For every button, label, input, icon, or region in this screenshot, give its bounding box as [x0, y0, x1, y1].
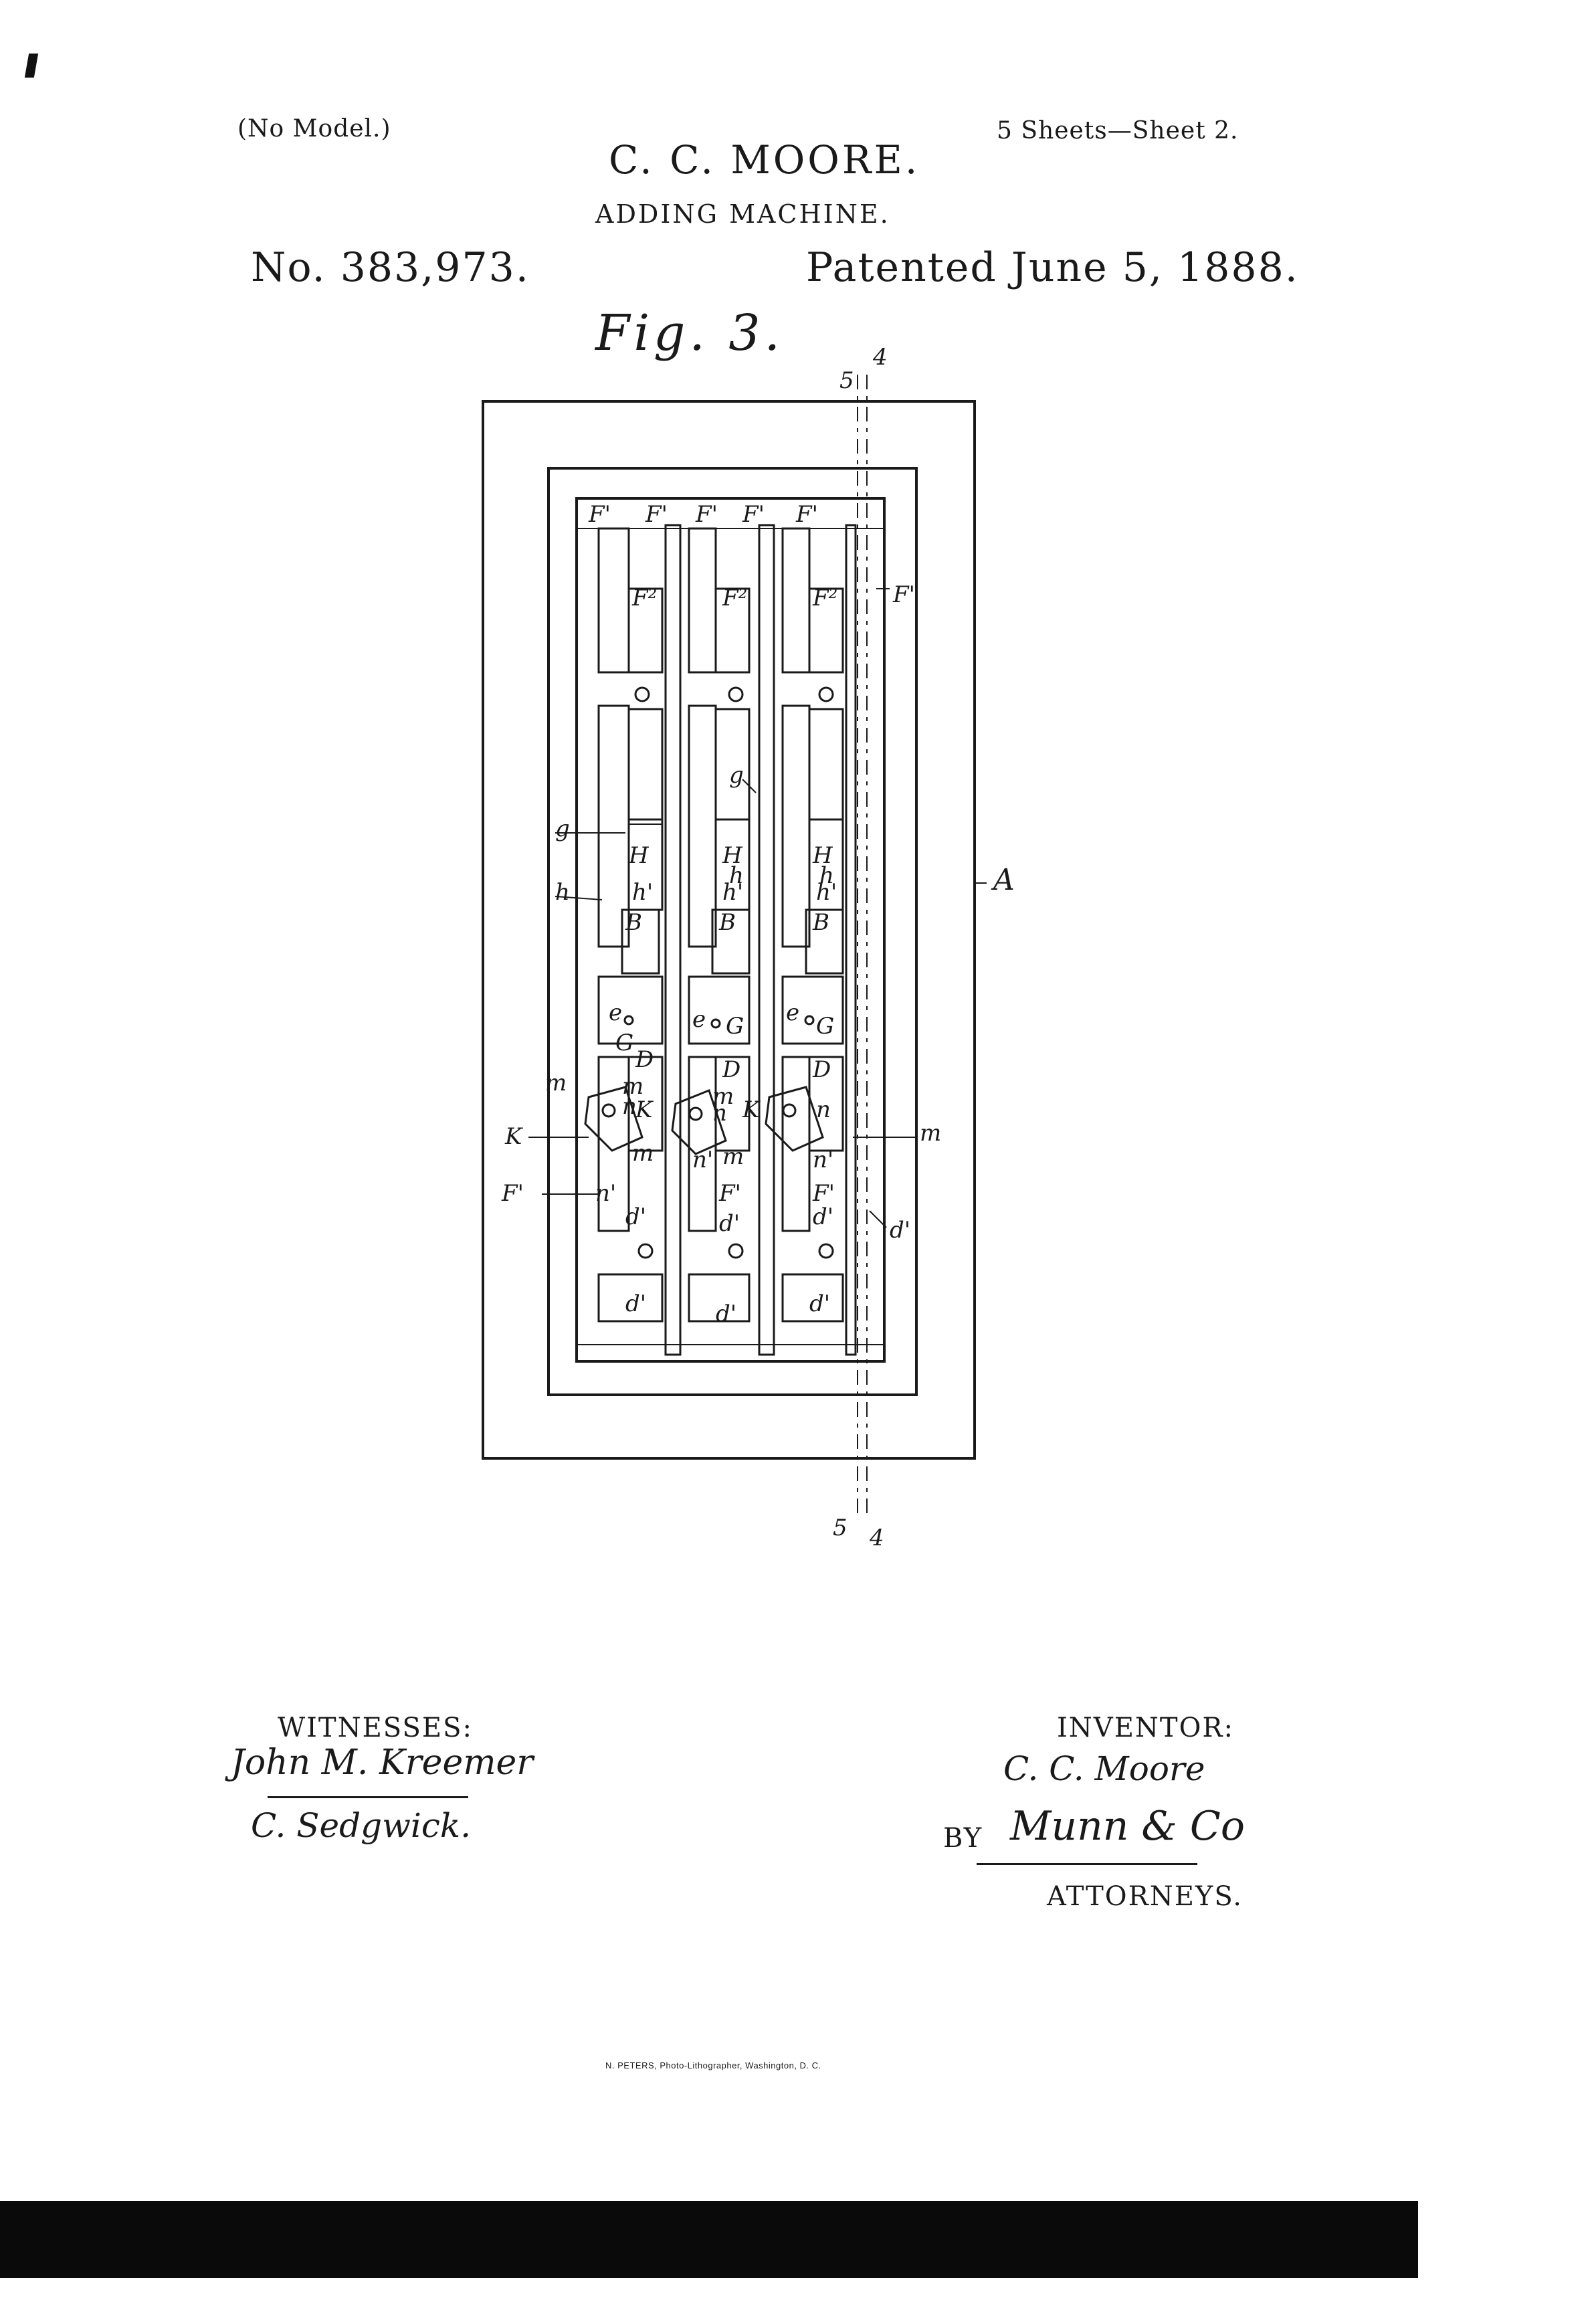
ref-G-b: G: [726, 1013, 744, 1040]
ref-m-right: m: [920, 1120, 941, 1147]
witness-underline: [268, 1796, 468, 1798]
ref-H-a: H: [628, 842, 650, 869]
ref-F1-c: F': [695, 501, 718, 528]
ref-A: A: [991, 863, 1015, 897]
patent-number: No. 383,973.: [251, 244, 530, 291]
ref-F1-right: F': [892, 581, 915, 608]
column-left: [597, 527, 664, 1323]
inventor-label: INVENTOR:: [1057, 1713, 1234, 1743]
ref-B-a: B: [625, 909, 642, 936]
cam-pieces: [584, 1086, 824, 1155]
patent-date: Patented June 5, 1888.: [806, 244, 1299, 291]
ref-F1-d: F': [742, 501, 765, 528]
model-note: (No Model.): [237, 115, 391, 142]
ref-K-b: K: [742, 1096, 761, 1123]
column-middle: [688, 527, 751, 1323]
ref-d1-right: d': [890, 1217, 910, 1244]
scan-border-bar: [0, 2201, 1418, 2278]
ref-F1-e: F': [795, 501, 818, 528]
printer-credit: N. PETERS, Photo-Lithographer, Washingto…: [605, 2060, 821, 2070]
ref-D-b: D: [722, 1056, 740, 1083]
ref-h-left: h: [555, 879, 570, 906]
ref-F2-c: F²: [812, 585, 837, 611]
figure-label: Fig. 3.: [595, 304, 785, 362]
ref-section-top-4: 4: [872, 344, 888, 371]
ref-m-a: m: [622, 1073, 643, 1100]
ref-D-c: D: [812, 1056, 831, 1083]
inner-frame: [575, 497, 886, 1363]
attorney-signature: Munn & Co: [1010, 1803, 1245, 1850]
ref-F1-b: F': [645, 501, 668, 528]
ref-D-a: D: [635, 1046, 654, 1073]
ref-d1-c: d': [813, 1203, 833, 1230]
ref-B-b: B: [718, 909, 736, 936]
ref-m-left: m: [545, 1070, 567, 1096]
ref-e-b: e: [692, 1006, 706, 1033]
ref-B-c: B: [812, 909, 829, 936]
ref-m-c: m: [632, 1140, 654, 1167]
ref-F1-left: F': [501, 1180, 524, 1207]
ref-d1-a: d': [625, 1203, 646, 1230]
sheet-number: 5 Sheets—Sheet 2.: [997, 117, 1239, 144]
witness-signature-1: John M. Kreemer: [231, 1743, 534, 1783]
outer-frame: [482, 400, 976, 1460]
ref-section-bottom-5: 5: [833, 1515, 848, 1541]
ref-F2-b: F²: [722, 585, 747, 611]
ref-K-a: K: [635, 1096, 654, 1123]
ref-n-a: n: [622, 1093, 637, 1120]
ref-d1-f: d': [809, 1290, 830, 1317]
ref-h1-c: h': [816, 879, 837, 906]
ref-e-c: e: [786, 999, 799, 1026]
witness-signature-2: C. Sedgwick.: [251, 1806, 472, 1845]
ref-h-c: h: [819, 862, 834, 889]
vertical-bars: [664, 524, 857, 1356]
ref-F2-a: F²: [631, 585, 657, 611]
ref-G-c: G: [816, 1013, 834, 1040]
ref-section-top-5: 5: [839, 367, 854, 394]
ref-g-left: g: [555, 815, 570, 842]
ref-h1-a: h': [632, 879, 653, 906]
ref-n-c: n: [816, 1096, 831, 1123]
ref-F1-rmid: F': [812, 1180, 835, 1207]
ref-e-a: e: [609, 999, 622, 1026]
ref-n1-b: n': [692, 1147, 713, 1173]
ref-d1-d: d': [625, 1290, 646, 1317]
witnesses-label: WITNESSES:: [278, 1713, 473, 1743]
ref-H-c: H: [812, 842, 833, 869]
ref-section-bottom-4: 4: [869, 1525, 884, 1551]
ref-n1-c: n': [813, 1147, 833, 1173]
ref-G-a: G: [615, 1030, 633, 1056]
attorneys-label: ATTORNEYS.: [1047, 1881, 1243, 1912]
ref-H-b: H: [722, 842, 743, 869]
ref-d1-e: d': [716, 1300, 736, 1327]
invention-title: ADDING MACHINE.: [595, 199, 890, 229]
ref-h-b: h: [729, 862, 744, 889]
ref-m-d: m: [722, 1143, 744, 1170]
ref-n1-a: n': [595, 1180, 616, 1207]
inventor-signature: C. C. Moore: [1003, 1749, 1205, 1788]
ref-m-b: m: [712, 1083, 734, 1110]
ref-K-left: K: [504, 1123, 524, 1150]
by-label: BY: [943, 1823, 983, 1854]
ref-n-b: n: [712, 1100, 727, 1127]
ref-h1-b: h': [722, 879, 743, 906]
reference-letters: 5 4 5 4 A F' F' F' F' F' F' F' F' F' F² …: [501, 344, 1015, 1551]
attorney-underline: [977, 1863, 1197, 1865]
inventor-name-heading: C. C. MOORE.: [609, 137, 920, 183]
leader-lines: [528, 588, 987, 1228]
ref-g-mid: g: [729, 762, 744, 789]
ref-d1-b: d': [719, 1210, 740, 1237]
column-right: [781, 527, 844, 1323]
middle-frame: [547, 467, 918, 1396]
ref-F1-mid: F': [718, 1180, 741, 1207]
ref-F1-a: F': [588, 501, 611, 528]
